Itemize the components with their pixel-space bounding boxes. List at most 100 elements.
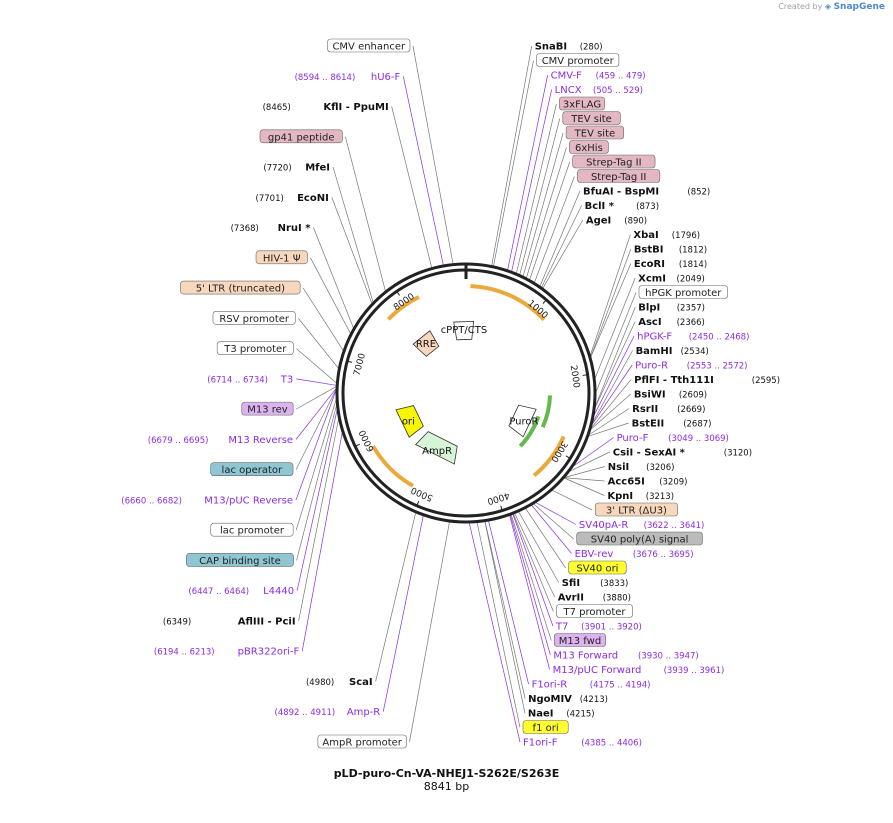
svg-text:pBR322ori-F: pBR322ori-F xyxy=(238,647,300,658)
inner-feature-rre: RRE xyxy=(412,330,440,357)
tick-mark xyxy=(346,360,353,363)
map-label-xbai: XbaI (1796) xyxy=(633,230,700,241)
map-label-avrii: AvrII(3880) xyxy=(558,593,631,604)
arc-5ltr xyxy=(386,295,420,321)
tick-mark xyxy=(582,374,589,376)
inner-feature-label: AmpR xyxy=(422,446,452,457)
svg-text:6xHis: 6xHis xyxy=(575,143,603,154)
svg-text:3xFLAG: 3xFLAG xyxy=(563,100,601,111)
svg-text:ScaI: ScaI xyxy=(349,677,373,688)
map-label-kfli-ppumi: KflI - PpuMI(8465) xyxy=(263,102,389,113)
svg-text:f1 ori: f1 ori xyxy=(533,723,559,734)
map-label-hiv-1-: HIV-1 Ψ xyxy=(255,250,308,264)
map-label-agei: AgeI (890) xyxy=(586,216,647,227)
tick-mark xyxy=(415,500,420,507)
map-label-naei: NaeI(4215) xyxy=(528,709,595,720)
svg-text:PflFI - Tth111I: PflFI - Tth111I xyxy=(634,375,714,386)
svg-text:(6714 .. 6734): (6714 .. 6734) xyxy=(207,375,268,385)
svg-text:(2609): (2609) xyxy=(679,391,707,401)
svg-text:(6349): (6349) xyxy=(163,617,191,627)
svg-text:AgeI: AgeI xyxy=(586,216,611,227)
svg-text:SfiI: SfiI xyxy=(562,578,580,589)
svg-text:BfuAI - BspMI: BfuAI - BspMI xyxy=(583,187,659,198)
backbone-inner xyxy=(341,268,591,518)
map-label-3xflag: 3xFLAG xyxy=(559,96,605,111)
map-label-cmv-enhancer: CMV enhancer xyxy=(327,38,411,53)
map-label-nsii: NsiI(3206) xyxy=(608,462,675,473)
svg-text:(6194 .. 6213): (6194 .. 6213) xyxy=(154,648,215,658)
svg-text:CMV promoter: CMV promoter xyxy=(542,56,615,67)
svg-text:(2357): (2357) xyxy=(677,304,705,314)
snapgene-logo-icon: ◈ xyxy=(824,2,832,11)
inner-feature-label: cPPT/CTS xyxy=(441,325,487,336)
svg-text:KflI - PpuMI: KflI - PpuMI xyxy=(323,102,388,113)
map-label-blpi: BlpI(2357) xyxy=(638,303,705,314)
svg-text:(7720): (7720) xyxy=(263,164,291,174)
tick-label: 1000 xyxy=(525,299,549,322)
map-label-puro-r: Puro-R(2553 .. 2572) xyxy=(635,361,747,372)
svg-text:SV40 ori: SV40 ori xyxy=(576,564,618,575)
map-label-acc65i: Acc65I(3209) xyxy=(608,477,688,488)
svg-text:(6447 .. 6464): (6447 .. 6464) xyxy=(188,587,249,597)
svg-text:T3: T3 xyxy=(280,374,293,385)
svg-text:M13 fwd: M13 fwd xyxy=(559,636,601,647)
svg-text:EBV-rev: EBV-rev xyxy=(575,549,614,560)
tick-label: 5000 xyxy=(409,484,434,502)
svg-text:MfeI: MfeI xyxy=(305,163,330,174)
svg-text:(7368): (7368) xyxy=(231,224,259,234)
svg-text:T7 promoter: T7 promoter xyxy=(562,607,626,618)
map-label-t3: T3 (6714 .. 6734) xyxy=(207,374,293,385)
svg-text:hPGK-F: hPGK-F xyxy=(637,332,672,343)
map-label-mfei: MfeI (7720) xyxy=(263,163,330,174)
map-label-l4440: L4440(6447 .. 6464) xyxy=(188,586,294,597)
map-label-bfuai-bspmi: BfuAI - BspMI (852) xyxy=(583,187,710,198)
map-label-hpgk-promoter: hPGK promoter xyxy=(638,285,728,299)
svg-text:BamHI: BamHI xyxy=(636,346,673,357)
tick-mark xyxy=(354,443,360,448)
svg-text:(1812): (1812) xyxy=(679,246,707,256)
svg-text:(1796): (1796) xyxy=(672,231,700,241)
svg-text:BstEII: BstEII xyxy=(632,419,665,430)
map-label-m13-reverse: M13 Reverse(6679 .. 6695) xyxy=(148,435,293,446)
svg-text:(7701): (7701) xyxy=(256,194,284,204)
svg-text:(4175 .. 4194): (4175 .. 4194) xyxy=(590,681,651,691)
svg-text:T3 promoter: T3 promoter xyxy=(223,344,287,355)
svg-text:(890): (890) xyxy=(624,217,647,227)
svg-text:lac operator: lac operator xyxy=(222,465,283,476)
map-label-ebv-rev: EBV-rev(3676 .. 3695) xyxy=(575,549,694,560)
svg-text:gp41 peptide: gp41 peptide xyxy=(268,132,335,143)
map-label-5-ltr-truncated-: 5' LTR (truncated) xyxy=(180,280,301,295)
svg-text:hPGK promoter: hPGK promoter xyxy=(645,288,722,299)
svg-text:(4892 .. 4911): (4892 .. 4911) xyxy=(275,708,336,718)
map-label-sv40-poly-a-signal: SV40 poly(A) signal xyxy=(576,531,703,546)
svg-text:(3213): (3213) xyxy=(646,492,674,502)
tick-label: 4000 xyxy=(486,489,511,505)
svg-text:(2553 .. 2572): (2553 .. 2572) xyxy=(687,362,748,372)
svg-text:Strep-Tag II: Strep-Tag II xyxy=(586,158,641,169)
svg-text:AvrII: AvrII xyxy=(558,593,584,604)
svg-text:(852): (852) xyxy=(687,188,710,198)
map-label-6xhis: 6xHis xyxy=(569,140,609,154)
svg-text:LNCX: LNCX xyxy=(555,85,582,96)
svg-text:AscI: AscI xyxy=(638,317,661,328)
map-label-rsrii: RsrII(2669) xyxy=(632,404,705,415)
svg-text:SV40 poly(A) signal: SV40 poly(A) signal xyxy=(591,535,689,546)
map-label-bamhi: BamHI (2534) xyxy=(636,346,709,357)
svg-text:XbaI: XbaI xyxy=(633,230,658,241)
svg-text:(8594 .. 8614): (8594 .. 8614) xyxy=(295,73,356,83)
svg-text:(1814): (1814) xyxy=(679,260,707,270)
inner-feature-label: PuroR xyxy=(509,416,538,427)
svg-text:TEV site: TEV site xyxy=(570,114,612,125)
map-label-lncx: LNCX(505 .. 529) xyxy=(555,85,643,96)
credit-brand: SnapGene xyxy=(833,2,885,12)
inner-feature-puror: PuroR xyxy=(508,404,539,438)
svg-text:KpnI: KpnI xyxy=(607,491,633,502)
svg-text:(2534): (2534) xyxy=(681,347,709,357)
svg-text:(6679 .. 6695): (6679 .. 6695) xyxy=(148,436,209,446)
map-label-m13-puc-forward: M13/pUC Forward(3939 .. 3961) xyxy=(553,665,725,676)
svg-text:(2450 .. 2468): (2450 .. 2468) xyxy=(689,333,750,343)
snapgene-credit: Created by ◈ SnapGene xyxy=(778,2,885,12)
svg-text:(4980): (4980) xyxy=(306,678,334,688)
